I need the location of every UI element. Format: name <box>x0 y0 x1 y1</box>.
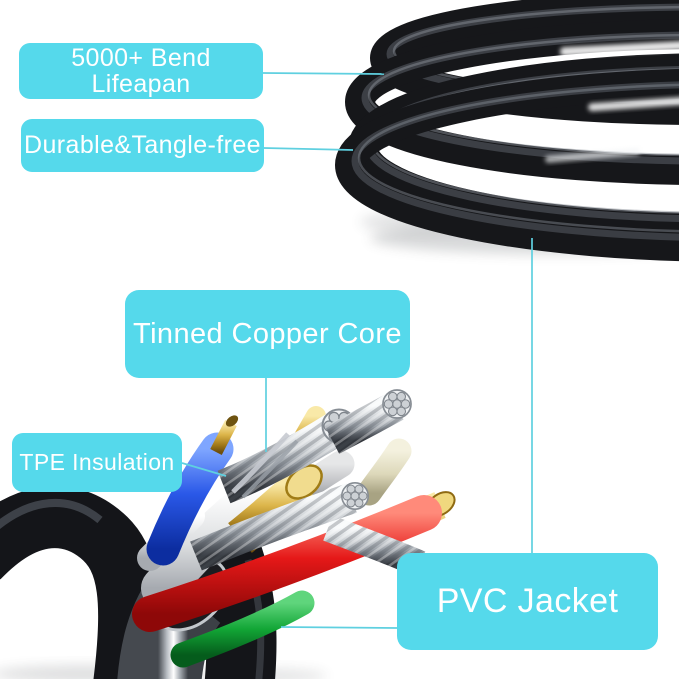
pvc-jacket-section <box>191 536 277 679</box>
blue-wire <box>146 432 234 566</box>
label-text: Durable&Tangle-free <box>24 131 261 160</box>
green-wire <box>170 590 315 668</box>
leader-line-tpe-insulation <box>181 462 227 477</box>
red-wire <box>132 495 442 632</box>
cable-cutaway <box>0 389 456 679</box>
label-tpe-insulation: TPE Insulation <box>12 433 182 492</box>
leader-line-durable <box>263 147 354 151</box>
label-durable-tangle-free: Durable&Tangle-free <box>21 119 264 172</box>
leader-line-bend-lifespan <box>262 72 385 75</box>
label-text: TPE Insulation <box>19 449 175 476</box>
label-text: Tinned Copper Core <box>133 317 402 350</box>
label-bend-lifespan: 5000+ Bend Lifeapan <box>19 43 263 99</box>
label-text: 5000+ Bend Lifeapan <box>71 43 211 98</box>
leader-line-pvc-jacket-horizontal <box>280 626 398 629</box>
label-tinned-copper-core: Tinned Copper Core <box>125 290 410 378</box>
leader-lines <box>181 72 533 629</box>
coiled-cable <box>335 0 679 262</box>
label-text: PVC Jacket <box>436 581 619 620</box>
label-pvc-jacket: PVC Jacket <box>397 553 658 650</box>
